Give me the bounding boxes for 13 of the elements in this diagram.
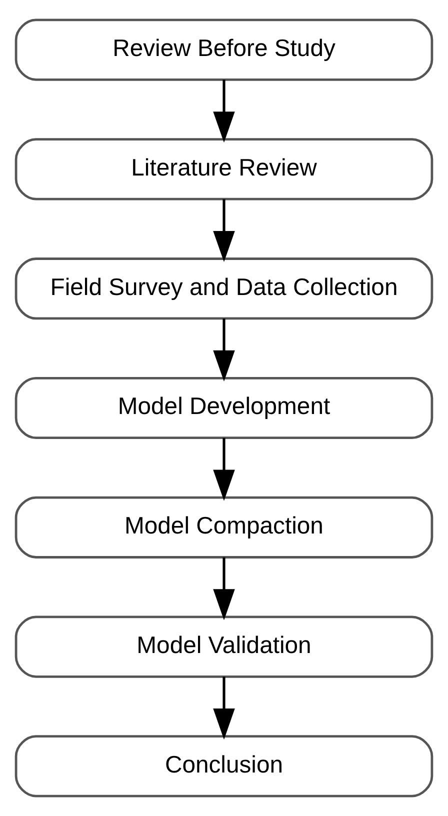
- arrow: [213, 557, 235, 620]
- node-box: Literature Review: [14, 138, 434, 200]
- node-box: Model Validation: [14, 616, 434, 678]
- node-box: Review Before Study: [14, 18, 434, 81]
- node-box: Model Development: [14, 376, 434, 440]
- node-box: Model Compaction: [14, 496, 434, 558]
- arrow: [213, 676, 235, 740]
- arrow: [213, 318, 235, 382]
- arrow: [213, 438, 235, 501]
- arrow: [213, 80, 235, 143]
- node-box: Conclusion: [14, 735, 434, 798]
- node-box: Field Survey and Data Collection: [14, 258, 434, 320]
- arrow: [213, 199, 235, 262]
